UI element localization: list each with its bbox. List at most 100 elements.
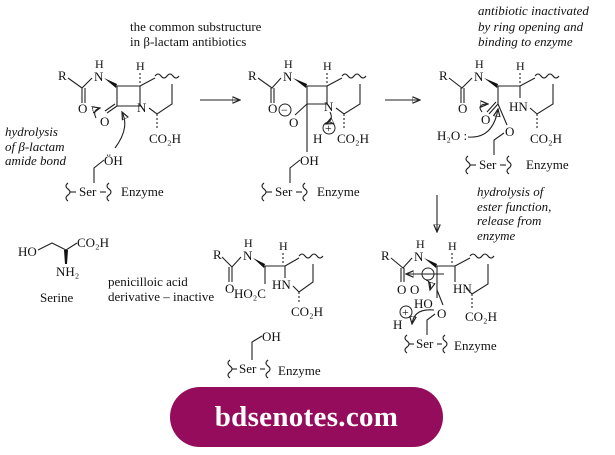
- atom-label: N: [474, 69, 484, 84]
- atom-label: H: [323, 59, 332, 73]
- atom-label: Ser: [79, 184, 97, 199]
- atom-label: O: [225, 281, 234, 296]
- atom-label: H: [448, 239, 457, 253]
- caption-line: penicilloic acid: [108, 274, 188, 289]
- positive-charge: [322, 121, 336, 135]
- atom-label: NH₂: [56, 264, 79, 279]
- atom-label: Ser: [275, 184, 293, 199]
- atom-label: CO₂H: [530, 131, 562, 146]
- caption-hydrolysis-amide: hydrolysis of β-lactam amide bond: [5, 124, 67, 168]
- enzyme-serine: Ser Enzyme: [404, 334, 497, 354]
- charge-label: −: [281, 103, 288, 117]
- caption-line: derivative – inactive: [108, 289, 214, 304]
- atom-label: HO: [414, 296, 433, 311]
- enzyme-label: Enzyme: [454, 338, 497, 353]
- atom-label: H: [279, 239, 288, 253]
- caption-common-substructure: the common substructure in β-lactam anti…: [130, 19, 262, 49]
- atom-label: CO₂H: [465, 309, 497, 324]
- positive-charge: [399, 305, 413, 319]
- atom-label: HN: [272, 277, 291, 292]
- charge-label: +: [325, 121, 332, 135]
- enzyme-serine: Ser Enzyme: [261, 182, 360, 202]
- enzyme-serine: Ser Enzyme: [65, 182, 164, 202]
- structure-acyl-enzyme: R H N O O O HN H CO₂H H₂O : Ser Enzyme: [437, 57, 569, 175]
- enzyme-label: Enzyme: [121, 184, 164, 199]
- atom-label: N: [243, 248, 253, 263]
- caption-line: hydrolysis of: [477, 184, 546, 199]
- atom-label: HO: [18, 244, 37, 259]
- atom-label: H: [136, 59, 145, 73]
- atom-label: H: [393, 317, 402, 332]
- atom-label: CO₂H: [77, 235, 109, 250]
- caption-line: enzyme: [477, 228, 515, 243]
- caption-line: of β-lactam: [5, 139, 65, 154]
- enzyme-label: Enzyme: [526, 157, 569, 172]
- atom-label: H: [244, 236, 253, 250]
- atom-label: Ser: [239, 361, 257, 376]
- atom-label: R: [213, 247, 222, 262]
- enzyme-serine: Ser Enzyme: [227, 359, 321, 379]
- caption-penicilloic: penicilloic acid derivative – inactive: [108, 274, 214, 304]
- atom-label: HO₂C: [234, 286, 266, 301]
- watermark-text: bdsenotes.com: [214, 400, 399, 433]
- atom-label: CO₂H: [149, 131, 181, 146]
- atom-label: HN: [453, 281, 472, 296]
- atom-label: N: [414, 249, 424, 264]
- atom-label: N: [94, 69, 104, 84]
- atom-label: CO₂H: [337, 131, 369, 146]
- atom-label: O: [268, 101, 277, 116]
- atom-label: N: [137, 100, 147, 115]
- atom-label: O: [437, 306, 446, 321]
- enzyme-serine: Ser Enzyme: [465, 155, 569, 175]
- serine-label: Serine: [40, 290, 73, 305]
- atom-label: O: [289, 115, 298, 130]
- enzyme-label: Enzyme: [317, 184, 360, 199]
- caption-line: the common substructure: [130, 19, 262, 34]
- atom-label: OH: [300, 153, 319, 168]
- atom-label: O: [410, 282, 419, 297]
- caption-line: in β-lactam antibiotics: [130, 34, 246, 49]
- atom-label: H: [516, 59, 525, 73]
- atom-label: O: [100, 114, 109, 129]
- atom-label: H₂O :: [437, 128, 467, 143]
- atom-label: H: [475, 57, 484, 71]
- atom-label: Ser: [416, 336, 434, 351]
- atom-label: HN: [509, 99, 528, 114]
- atom-label: H: [95, 57, 104, 71]
- atom-label: OH: [262, 329, 281, 344]
- negative-charge: [278, 103, 292, 117]
- watermark-banner: bdsenotes.com: [170, 387, 443, 447]
- atom-label: ÖH: [104, 153, 123, 168]
- caption-line: amide bond: [5, 153, 67, 168]
- enzyme-label: Enzyme: [278, 363, 321, 378]
- caption-inactivated: antibiotic inactivated by ring opening a…: [478, 3, 589, 49]
- atom-label: H: [313, 131, 322, 146]
- atom-label: N: [324, 99, 334, 114]
- atom-label: N: [283, 69, 293, 84]
- negative-charge: [421, 267, 435, 281]
- caption-line: antibiotic inactivated: [478, 3, 589, 18]
- atom-label: R: [248, 68, 257, 83]
- atom-label: H: [416, 237, 425, 251]
- caption-line: binding to enzyme: [478, 34, 573, 49]
- charge-label: −: [424, 267, 431, 281]
- structure-penicilloic-acid: R H N O HO₂C HN H CO₂H OH Ser Enzyme: [213, 236, 324, 379]
- caption-line: release from: [477, 213, 541, 228]
- caption-line: hydrolysis: [5, 124, 58, 139]
- atom-label: O: [481, 112, 490, 127]
- structure-beta-lactam: R H N O O N H CO₂H ÖH Ser Enzyme: [58, 57, 181, 202]
- atom-label: Ser: [479, 157, 497, 172]
- caption-line: by ring opening and: [478, 19, 584, 34]
- atom-label: R: [58, 68, 67, 83]
- structure-tetrahedral-intermediate: R H N O − O N H CO₂H + H OH Ser Enzyme: [248, 57, 369, 202]
- structure-second-intermediate: R H N O − O HO O HN H CO₂H + H Ser Enzym…: [381, 237, 497, 354]
- caption-line: ester function,: [477, 199, 551, 214]
- atom-label: O: [78, 101, 87, 116]
- atom-label: O: [458, 101, 467, 116]
- caption-hydrolysis-ester: hydrolysis of ester function, release fr…: [477, 184, 551, 243]
- atom-label: R: [381, 248, 390, 263]
- atom-label: O: [505, 124, 514, 139]
- atom-label: O: [397, 282, 406, 297]
